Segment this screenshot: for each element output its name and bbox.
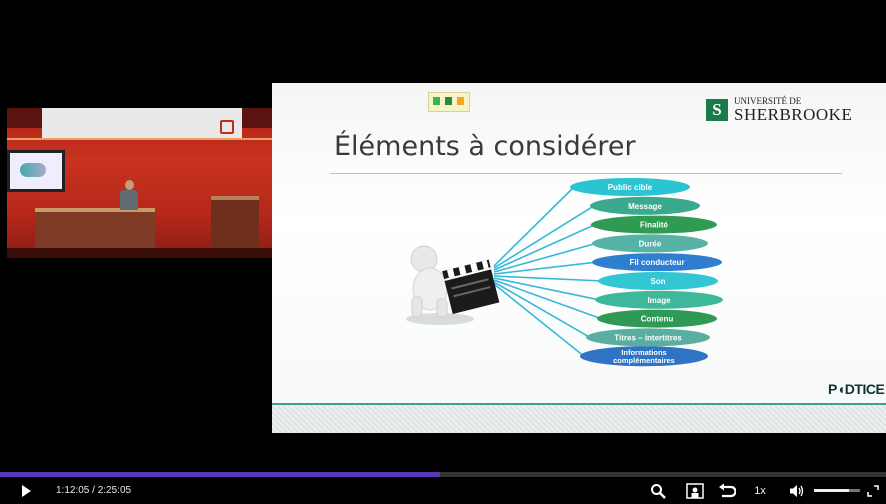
slide-divider: [330, 173, 842, 174]
camera-desk: [35, 208, 155, 254]
diagram-ellipse: [580, 346, 708, 367]
diagram-label: Fil conducteur: [629, 258, 684, 267]
volume-slider-fill: [814, 489, 849, 492]
diagram-ellipse: [598, 272, 718, 290]
diagram-label: complémentaires: [613, 356, 675, 365]
presentation-slide[interactable]: S UNIVERSITÉ DE SHERBROOKE Éléments à co…: [272, 83, 886, 433]
search-icon[interactable]: [647, 477, 669, 504]
presenter-layout-icon[interactable]: [683, 477, 707, 504]
university-logo: S UNIVERSITÉ DE SHERBROOKE: [706, 97, 852, 123]
play-icon[interactable]: [22, 485, 31, 497]
university-logo-mark: S: [706, 99, 728, 121]
playback-speed[interactable]: 1x: [754, 484, 766, 497]
diagram-ellipse: [592, 234, 708, 253]
camera-monitor: [7, 150, 65, 192]
time-display: 1:12:05 / 2:25:05: [56, 485, 132, 496]
connector-line: [493, 186, 575, 267]
slide-title: Éléments à considérer: [334, 131, 636, 162]
connector-line: [493, 261, 597, 275]
camera-lectern: [211, 196, 259, 252]
camera-projection-screen: [42, 108, 242, 140]
diagram-label: Durée: [639, 239, 662, 248]
camera-feed[interactable]: [7, 108, 272, 258]
connector-line: [493, 205, 595, 269]
camera-floor: [7, 248, 272, 258]
diagram-ellipse: [592, 253, 722, 272]
seek-bar-fill: [0, 472, 441, 477]
diagram-label: Public cible: [608, 183, 653, 192]
diagram-label: Finalité: [640, 221, 669, 230]
clapperboard-figure-icon: [406, 245, 500, 325]
connector-line: [493, 242, 597, 273]
diagram-label: Image: [647, 296, 671, 305]
diagram-label: Titres – intertitres: [614, 333, 682, 342]
diagram-label: Contenu: [641, 315, 674, 324]
diagram-ellipse: [597, 309, 717, 328]
university-logo-name: SHERBROOKE: [734, 105, 853, 124]
diagram-label: Informations: [621, 348, 666, 357]
camera-presenter: [120, 180, 138, 210]
replay-icon[interactable]: [716, 477, 738, 504]
controls-bar: 1:12:05 / 2:25:05 1x: [0, 477, 886, 504]
camera-screen-logo: [220, 120, 234, 134]
connector-line: [493, 275, 603, 282]
slide-badge-icon: [428, 92, 470, 112]
university-logo-top: UNIVERSITÉ DE: [734, 96, 802, 106]
slide-footer-band: [272, 403, 886, 433]
volume-slider[interactable]: [814, 489, 860, 492]
connector-line: [493, 279, 602, 320]
diagram-ellipse: [595, 290, 723, 309]
diagram-ellipse: [570, 178, 690, 196]
connector-line: [493, 223, 596, 271]
fullscreen-icon[interactable]: [864, 477, 882, 504]
volume-icon[interactable]: [787, 477, 807, 504]
connector-line: [493, 277, 600, 301]
diagram-ellipse: [590, 196, 700, 215]
footer-logo: P◖DTICE: [828, 381, 885, 397]
diagram-ellipse: [586, 328, 710, 347]
diagram-label: Message: [628, 202, 662, 211]
connector-line: [493, 283, 585, 357]
connector-line: [493, 281, 591, 339]
camera-stripe: [7, 138, 272, 140]
diagram-label: Son: [650, 277, 665, 286]
diagram-ellipse: [591, 215, 717, 234]
seek-bar[interactable]: [0, 472, 886, 477]
